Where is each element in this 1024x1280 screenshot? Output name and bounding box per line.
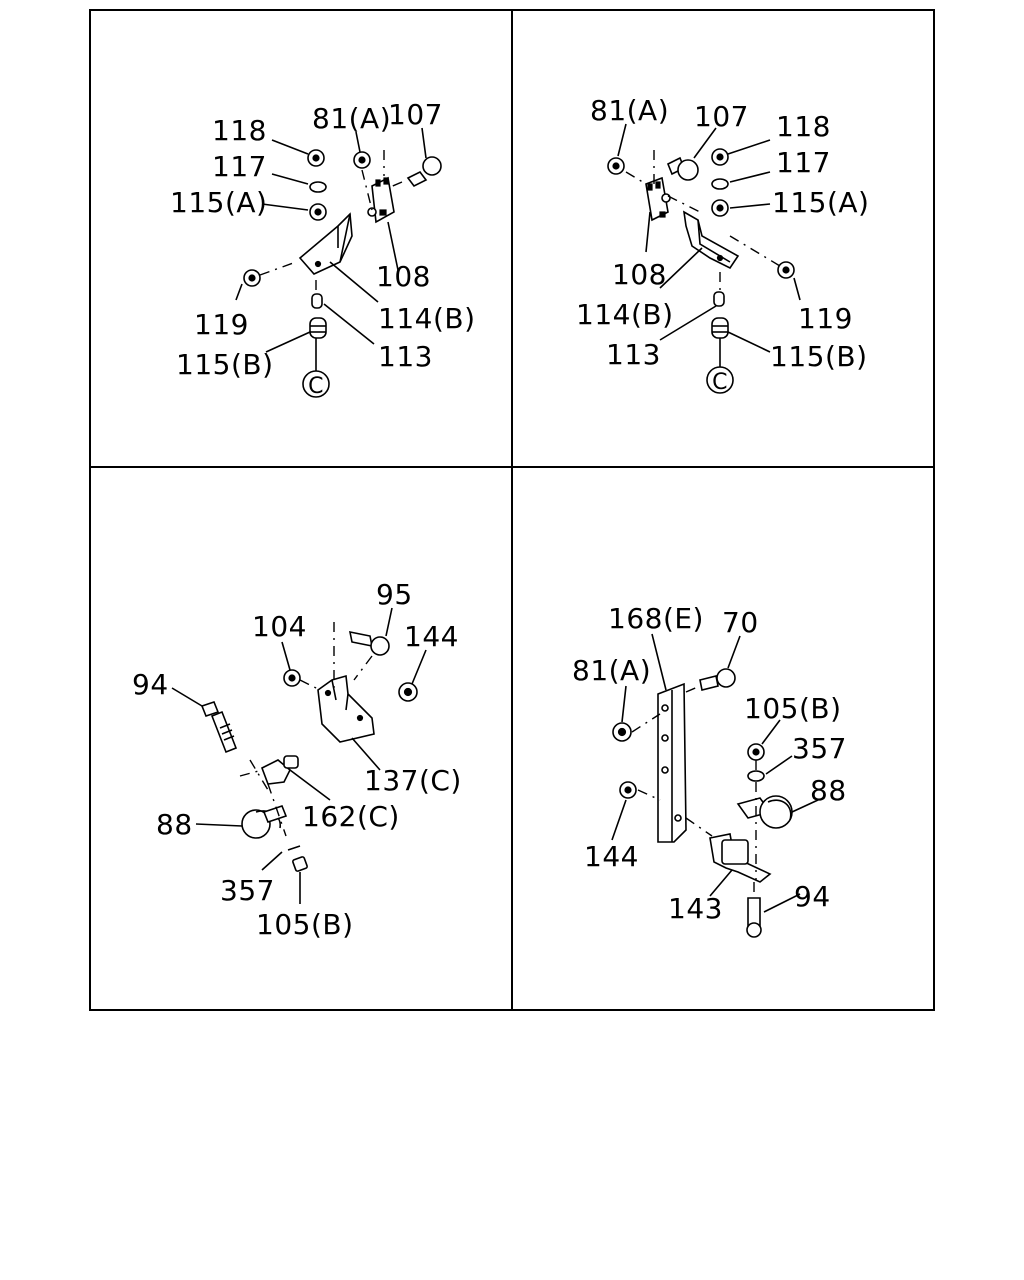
label-118: 118 bbox=[212, 114, 267, 147]
label-81a: 81(A) bbox=[590, 94, 669, 127]
bracket-114b bbox=[682, 210, 740, 270]
washer-357 bbox=[747, 770, 765, 782]
label-118: 118 bbox=[776, 110, 831, 143]
label-105b: 105(B) bbox=[744, 692, 842, 725]
label-357: 357 bbox=[220, 874, 275, 907]
bolt-94-head bbox=[200, 701, 220, 717]
washer-117 bbox=[309, 181, 327, 193]
label-108: 108 bbox=[612, 258, 667, 291]
label-115b: 115(B) bbox=[176, 348, 274, 381]
nut-105b bbox=[292, 856, 308, 872]
bolt-107 bbox=[422, 156, 442, 176]
panel-bottom-right: 168(E) 70 81(A) 105(B) 357 88 144 143 94 bbox=[572, 602, 847, 938]
washer-357 bbox=[287, 845, 301, 851]
bush-115b bbox=[309, 317, 327, 339]
spacer-113 bbox=[311, 293, 323, 309]
clip-88 bbox=[241, 809, 271, 839]
label-115b: 115(B) bbox=[770, 340, 868, 373]
label-357: 357 bbox=[792, 732, 847, 765]
label-88: 88 bbox=[156, 808, 193, 841]
bolt-94 bbox=[747, 897, 761, 927]
panel-top-right: 81(A) 107 118 117 115(A) 108 114(B) 119 … bbox=[576, 94, 869, 395]
label-95: 95 bbox=[376, 578, 413, 611]
spacer-113 bbox=[713, 291, 725, 307]
label-144: 144 bbox=[404, 620, 459, 653]
panel-top-left: 118 117 115(A) 81(A) 107 108 119 114(B) … bbox=[170, 98, 476, 399]
label-168e: 168(E) bbox=[608, 602, 704, 635]
label-115a: 115(A) bbox=[772, 186, 869, 219]
label-115a: 115(A) bbox=[170, 186, 267, 219]
panel-bottom-left: 95 104 144 94 137(C) 162(C) 88 357 105(B… bbox=[132, 578, 462, 941]
label-119: 119 bbox=[194, 308, 249, 341]
label-107: 107 bbox=[694, 100, 749, 133]
label-117: 117 bbox=[776, 146, 831, 179]
label-144: 144 bbox=[584, 840, 639, 873]
label-137c: 137(C) bbox=[364, 764, 462, 797]
label-94: 94 bbox=[794, 880, 831, 913]
label-104: 104 bbox=[252, 610, 307, 643]
label-114b: 114(B) bbox=[576, 298, 674, 331]
label-117: 117 bbox=[212, 150, 267, 183]
bolt-107 bbox=[677, 159, 699, 181]
bolt-94 bbox=[210, 710, 238, 754]
washer-117 bbox=[711, 178, 729, 190]
label-c: C bbox=[308, 374, 324, 399]
label-81a: 81(A) bbox=[572, 654, 651, 687]
label-81a: 81(A) bbox=[312, 102, 391, 135]
label-113: 113 bbox=[606, 338, 661, 371]
label-162c: 162(C) bbox=[302, 800, 400, 833]
label-105b: 105(B) bbox=[256, 908, 354, 941]
label-107: 107 bbox=[388, 98, 443, 131]
bush-115b bbox=[711, 317, 729, 339]
label-c: C bbox=[712, 370, 728, 395]
label-143: 143 bbox=[668, 892, 723, 925]
label-114b: 114(B) bbox=[378, 302, 476, 335]
label-70: 70 bbox=[722, 606, 759, 639]
label-108: 108 bbox=[376, 260, 431, 293]
bracket-162c bbox=[260, 759, 291, 785]
label-88: 88 bbox=[810, 774, 847, 807]
bolt-95 bbox=[370, 636, 390, 656]
label-119: 119 bbox=[798, 302, 853, 335]
label-94: 94 bbox=[132, 668, 169, 701]
label-113: 113 bbox=[378, 340, 433, 373]
bolt-70 bbox=[716, 668, 736, 688]
